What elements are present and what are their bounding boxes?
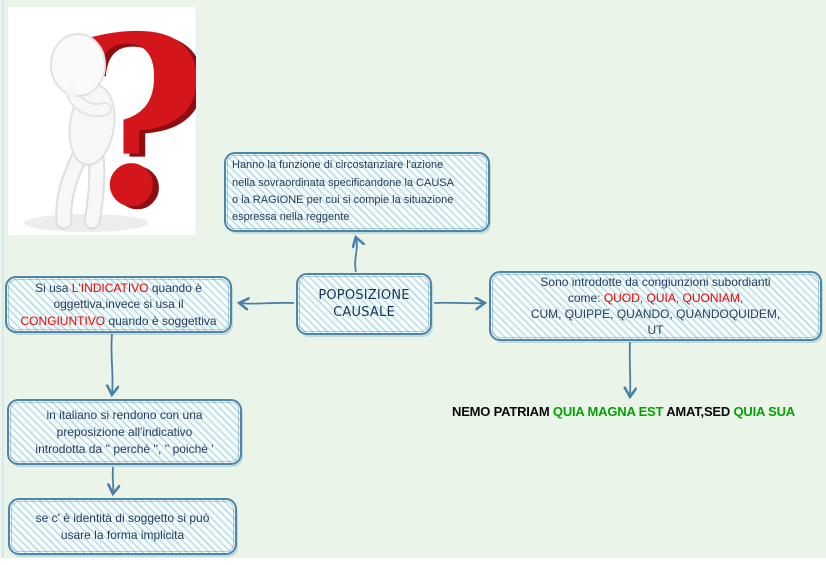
- example-sentence[interactable]: NEMO PATRIAM QUIA MAGNA EST AMAT,SED QUI…: [452, 404, 795, 419]
- node-mood-text: Si usa L'INDICATIVO quando è oggettiva,i…: [20, 280, 217, 328]
- node-implicit-form[interactable]: se c' è identità di soggetto si può usar…: [8, 498, 237, 555]
- thinking-figure-illustration[interactable]: ? ?: [8, 0, 213, 261]
- node-definition-text: Hanno la funzione di circostanziare l'az…: [232, 159, 454, 224]
- arrow-center-to-definition: [355, 238, 357, 273]
- node-proposizione-causale[interactable]: POPOSIZIONE CAUSALE: [296, 273, 432, 335]
- bottom-strip: [0, 558, 826, 565]
- node-conjunctions[interactable]: Sono introdotte da congiunzioni subordia…: [489, 271, 822, 341]
- arrow-center-to-conjunctions: [433, 303, 484, 304]
- node-center-text: POPOSIZIONE CAUSALE: [318, 288, 410, 320]
- canvas-left-border: [2, 0, 4, 565]
- arrow-italian-to-implicit: [113, 466, 114, 493]
- node-italian-rendering[interactable]: in italiano si rendono con una preposizi…: [7, 399, 242, 465]
- question-mark-figure-icon: ? ?: [24, 0, 213, 261]
- figure-icon: [24, 33, 148, 232]
- node-indicativo-congiuntivo[interactable]: Si usa L'INDICATIVO quando è oggettiva,i…: [5, 276, 232, 333]
- node-conjunctions-text: Sono introdotte da congiunzioni subordia…: [530, 275, 781, 337]
- arrow-conjunctions-to-example: [630, 341, 631, 396]
- node-definition[interactable]: Hanno la funzione di circostanziare l'az…: [224, 152, 490, 232]
- arrow-center-to-mood: [240, 303, 295, 304]
- node-implicit-text: se c' è identità di soggetto si può usar…: [35, 510, 210, 542]
- node-italian-text: in italiano si rendono con una preposizi…: [35, 407, 214, 456]
- arrow-mood-to-italian: [111, 333, 112, 394]
